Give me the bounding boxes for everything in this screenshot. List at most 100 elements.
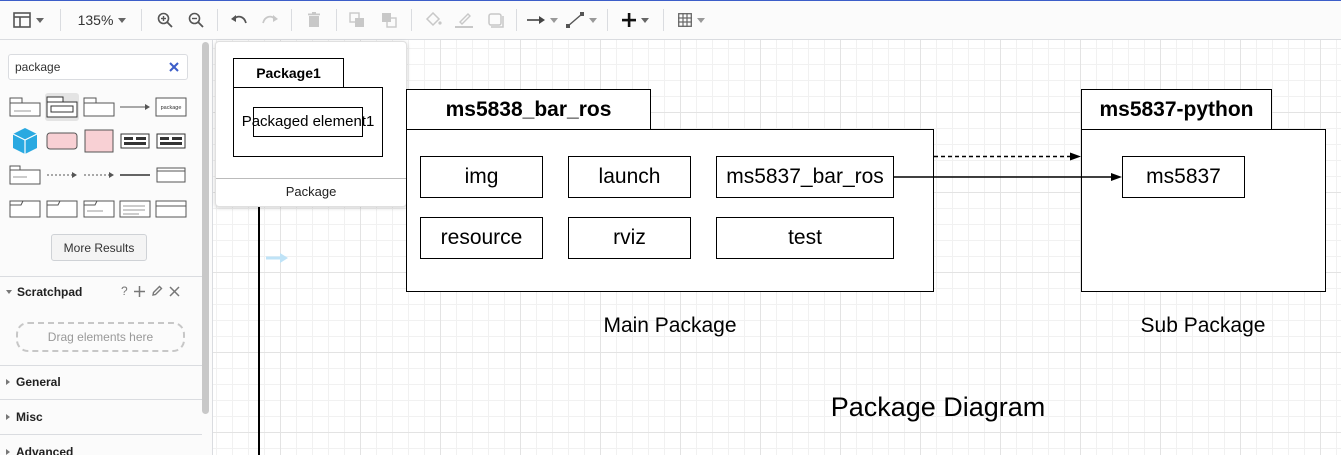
to-back-button[interactable]: [378, 1, 400, 39]
shape-frame-3[interactable]: [82, 195, 116, 223]
fill-color-button[interactable]: [422, 1, 444, 39]
line-color-button[interactable]: [453, 1, 475, 39]
section-misc-label: Misc: [16, 410, 43, 424]
clear-search-icon[interactable]: [166, 59, 182, 75]
frame-icon: [46, 200, 78, 218]
chevron-down-icon: [35, 17, 44, 23]
shape-search-input[interactable]: [8, 54, 188, 80]
zoom-in-button[interactable]: [154, 1, 176, 39]
toolbar-divider: [411, 9, 412, 31]
insert-icon: [621, 13, 636, 27]
drop-target-arrow-icon: [266, 253, 288, 263]
package-shape-icon: [9, 97, 41, 117]
folder-launch[interactable]: launch: [568, 156, 691, 198]
folder-resource[interactable]: resource: [420, 217, 543, 259]
main-package-tab[interactable]: ms5838_bar_ros: [406, 89, 651, 131]
zoom-out-icon: [188, 12, 204, 28]
to-front-icon: [349, 12, 364, 27]
edit-icon[interactable]: [151, 285, 163, 297]
format-panel-button[interactable]: [8, 1, 48, 39]
connection-style-button[interactable]: [526, 1, 558, 39]
shape-component-box[interactable]: [118, 127, 152, 155]
insert-button[interactable]: [617, 1, 653, 39]
zoom-dropdown[interactable]: 135%: [74, 1, 130, 39]
folder-rviz[interactable]: rviz: [568, 217, 691, 259]
shape-folder[interactable]: [8, 161, 42, 189]
shape-package-empty[interactable]: [82, 93, 116, 121]
shape-dashed-arrow[interactable]: [45, 161, 79, 189]
main-package-caption: Main Package: [603, 314, 737, 337]
section-general-label: General: [16, 375, 61, 389]
page-boundary-line: [258, 205, 260, 455]
table-icon: [677, 13, 692, 27]
shape-package-selected[interactable]: [45, 93, 79, 121]
shape-class-header[interactable]: [154, 195, 188, 223]
package-shape-icon: [46, 96, 78, 118]
scratchpad-actions: ?: [121, 284, 180, 298]
shape-rect-pink[interactable]: [82, 127, 116, 155]
delete-icon: [308, 12, 320, 27]
collapsed-triangle-icon: [6, 414, 10, 420]
rectangle-icon: [84, 129, 114, 153]
shape-solid-line[interactable]: [118, 161, 152, 189]
sidebar-scrollbar[interactable]: [202, 42, 209, 414]
package-shape-icon: package: [155, 97, 187, 117]
shape-class-list[interactable]: [118, 195, 152, 223]
redo-button[interactable]: [259, 1, 281, 39]
to-back-icon: [382, 13, 397, 28]
shape-thumb-label: package: [161, 105, 182, 111]
shape-dependency-line[interactable]: [118, 93, 152, 121]
shape-component-cube[interactable]: [8, 127, 42, 155]
preview-caption: Package: [285, 184, 337, 199]
folder-ms5837-bar-ros[interactable]: ms5837_bar_ros: [716, 156, 894, 198]
folder-img[interactable]: img: [420, 156, 543, 198]
cube-icon: [12, 128, 38, 154]
shape-package-tab[interactable]: [8, 93, 42, 121]
to-front-button[interactable]: [346, 1, 368, 39]
shape-dashed-arrow-2[interactable]: [82, 161, 116, 189]
undo-button[interactable]: [228, 1, 250, 39]
component-icon: [120, 133, 150, 149]
package-shape-icon: [83, 97, 115, 117]
waypoints-button[interactable]: [564, 1, 598, 39]
delete-button[interactable]: [303, 1, 325, 39]
sub-package-tab[interactable]: ms5837-python: [1081, 89, 1272, 131]
module-ms5837[interactable]: ms5837: [1122, 156, 1245, 198]
shape-note[interactable]: [154, 161, 188, 189]
sidebar-divider: [0, 365, 202, 366]
scratchpad-dropzone[interactable]: Drag elements here: [16, 322, 185, 352]
folder-test[interactable]: test: [716, 217, 894, 259]
window-top-border: [0, 0, 1341, 1]
arrowhead-icon: [1111, 173, 1122, 181]
line-icon: [120, 174, 150, 176]
shadow-button[interactable]: [485, 1, 507, 39]
format-panel-icon: [12, 12, 31, 28]
collapsed-triangle-icon: [6, 379, 10, 385]
preview-package-body: [233, 87, 383, 157]
component-icon: [156, 133, 186, 149]
scratchpad-header[interactable]: Scratchpad: [6, 285, 82, 299]
shape-component-box-2[interactable]: [154, 127, 188, 155]
close-icon[interactable]: [169, 285, 180, 297]
shape-rounded-rect-pink[interactable]: [45, 127, 79, 155]
shape-frame-1[interactable]: [8, 195, 42, 223]
table-button[interactable]: [673, 1, 709, 39]
shape-frame-2[interactable]: [45, 195, 79, 223]
sub-package-caption: Sub Package: [1140, 314, 1266, 337]
zoom-value: 135%: [77, 12, 114, 28]
class-list-icon: [119, 200, 151, 218]
help-icon[interactable]: ?: [121, 284, 128, 298]
sidebar-divider: [0, 399, 202, 400]
fill-color-icon: [425, 12, 442, 27]
zoom-out-button[interactable]: [185, 1, 207, 39]
section-advanced[interactable]: Advanced: [6, 445, 73, 455]
chevron-down-icon: [549, 17, 558, 23]
section-general[interactable]: General: [6, 375, 61, 389]
toolbar-divider: [516, 9, 517, 31]
more-results-button[interactable]: More Results: [51, 234, 147, 261]
section-advanced-label: Advanced: [16, 445, 74, 455]
add-icon[interactable]: [133, 285, 145, 297]
section-misc[interactable]: Misc: [6, 410, 43, 424]
shape-package-labeled[interactable]: package: [154, 93, 188, 121]
